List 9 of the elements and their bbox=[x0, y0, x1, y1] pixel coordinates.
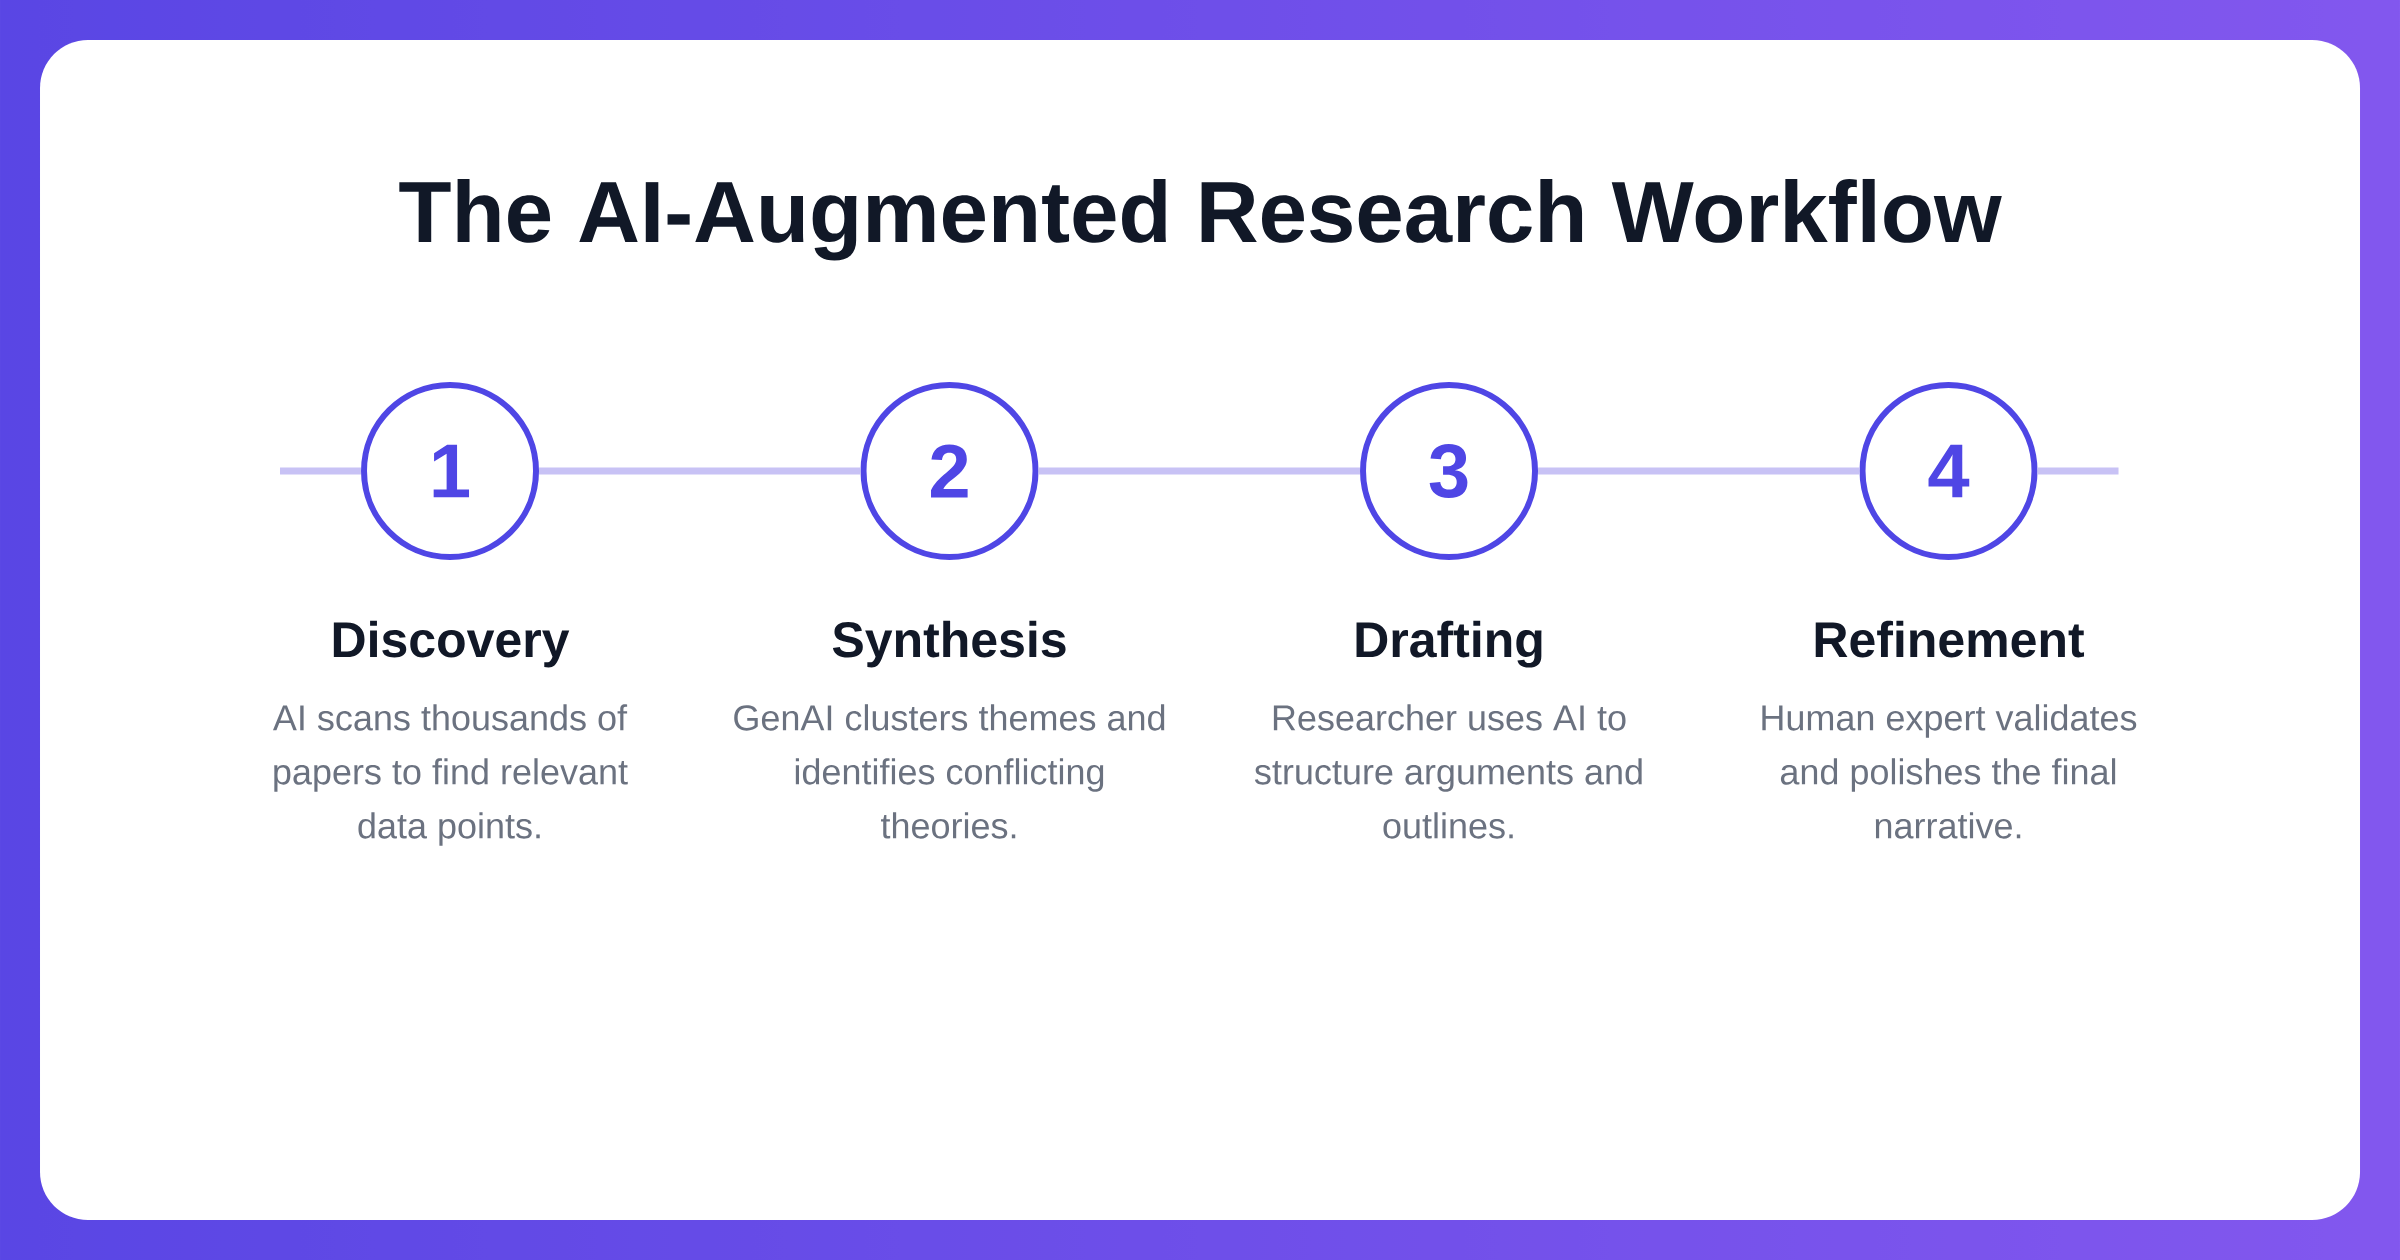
title: The AI-Augmented Research Workflow bbox=[399, 178, 2002, 261]
step-heading: Refinement bbox=[1815, 620, 2085, 658]
step-description: AI scans thousands of papers to find relevant data points. bbox=[272, 704, 628, 846]
step-description: Researcher uses AI to structure arguments and outlines. bbox=[1254, 704, 1642, 839]
step-description: GenAI clusters themes and identifies conflicting theories. bbox=[734, 704, 1165, 839]
step-heading: Discovery bbox=[333, 620, 570, 668]
step-description: Human expert validates and polishes the final narrative. bbox=[1762, 704, 2137, 839]
step-heading: Drafting bbox=[1356, 620, 1542, 668]
step-heading: Synthesis bbox=[832, 620, 1066, 668]
